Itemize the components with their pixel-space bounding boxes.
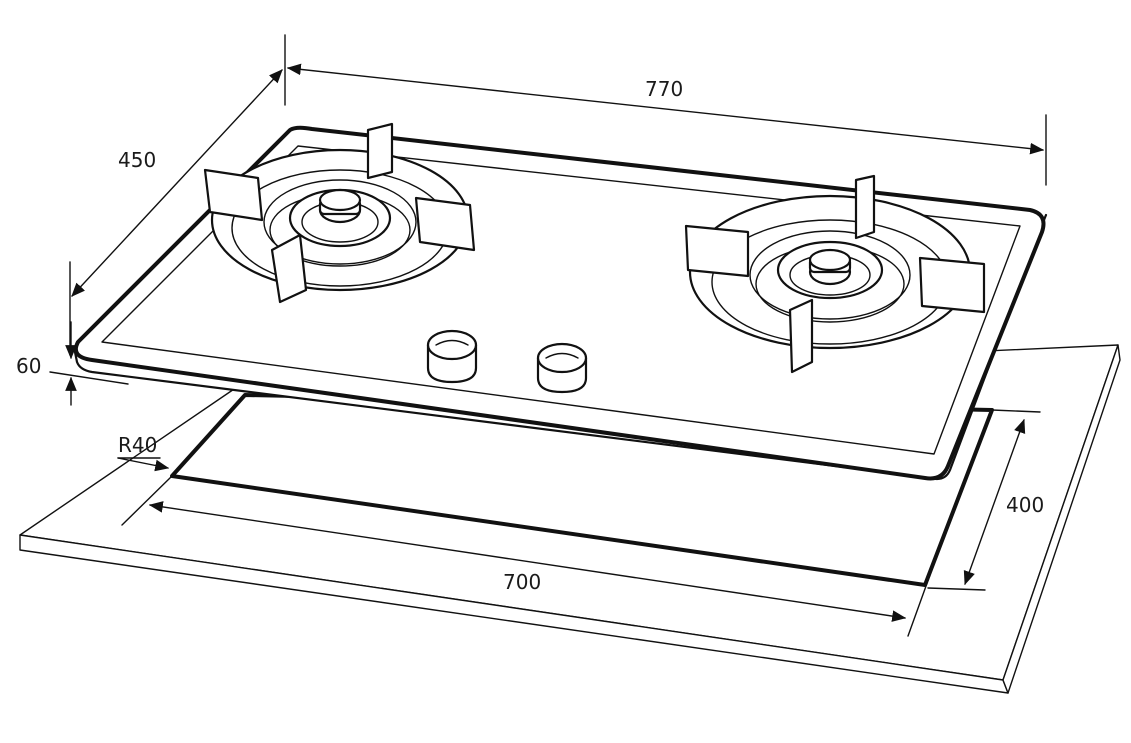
knob-right[interactable] bbox=[536, 342, 588, 394]
overall-depth-label: 450 bbox=[118, 148, 156, 172]
knob-left[interactable] bbox=[426, 329, 478, 384]
cutout-width-label: 700 bbox=[503, 570, 541, 594]
dimension-overall-depth: 450 bbox=[69, 69, 283, 356]
dimension-cutout-depth: 400 bbox=[927, 409, 1044, 591]
dimension-corner-radius: R40 bbox=[117, 433, 170, 472]
cutout-depth-label: 400 bbox=[1006, 493, 1044, 517]
dimension-overall-width: 770 bbox=[284, 34, 1047, 186]
overall-width-label: 770 bbox=[645, 77, 683, 101]
height-label: 60 bbox=[16, 354, 41, 378]
dimension-height: 60 bbox=[16, 321, 129, 406]
dimension-cutout-width: 700 bbox=[121, 475, 931, 637]
corner-radius-label: R40 bbox=[118, 433, 157, 457]
burner-right bbox=[684, 174, 986, 374]
